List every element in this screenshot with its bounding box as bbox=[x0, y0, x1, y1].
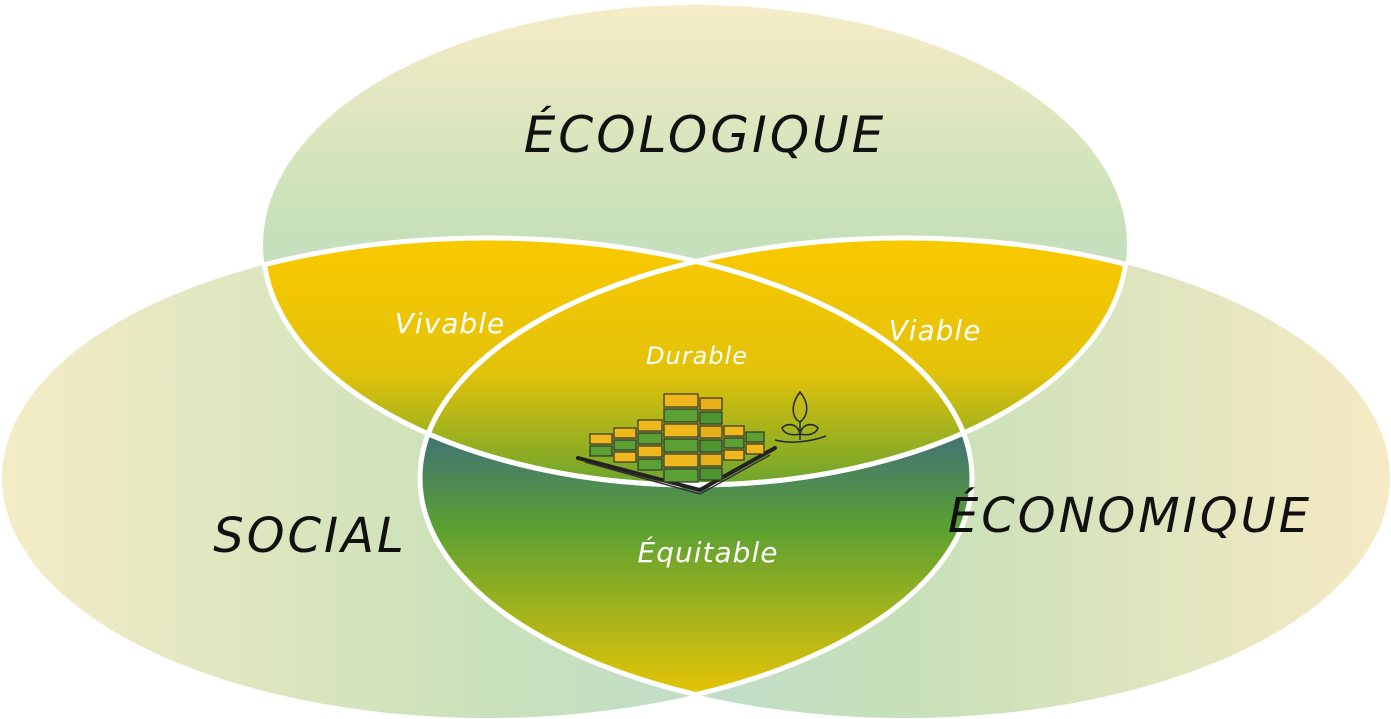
social-label: SOCIAL bbox=[213, 508, 407, 564]
vivable-label: Vivable bbox=[395, 307, 505, 340]
viable-label: Viable bbox=[889, 314, 982, 347]
leaf-icon bbox=[774, 390, 827, 443]
ecology-label: ÉCOLOGIQUE bbox=[524, 105, 887, 164]
building-icon bbox=[576, 393, 777, 495]
economy-label: ÉCONOMIQUE bbox=[948, 487, 1312, 544]
equitable-label: Équitable bbox=[638, 535, 779, 569]
durable-label: Durable bbox=[646, 342, 748, 370]
